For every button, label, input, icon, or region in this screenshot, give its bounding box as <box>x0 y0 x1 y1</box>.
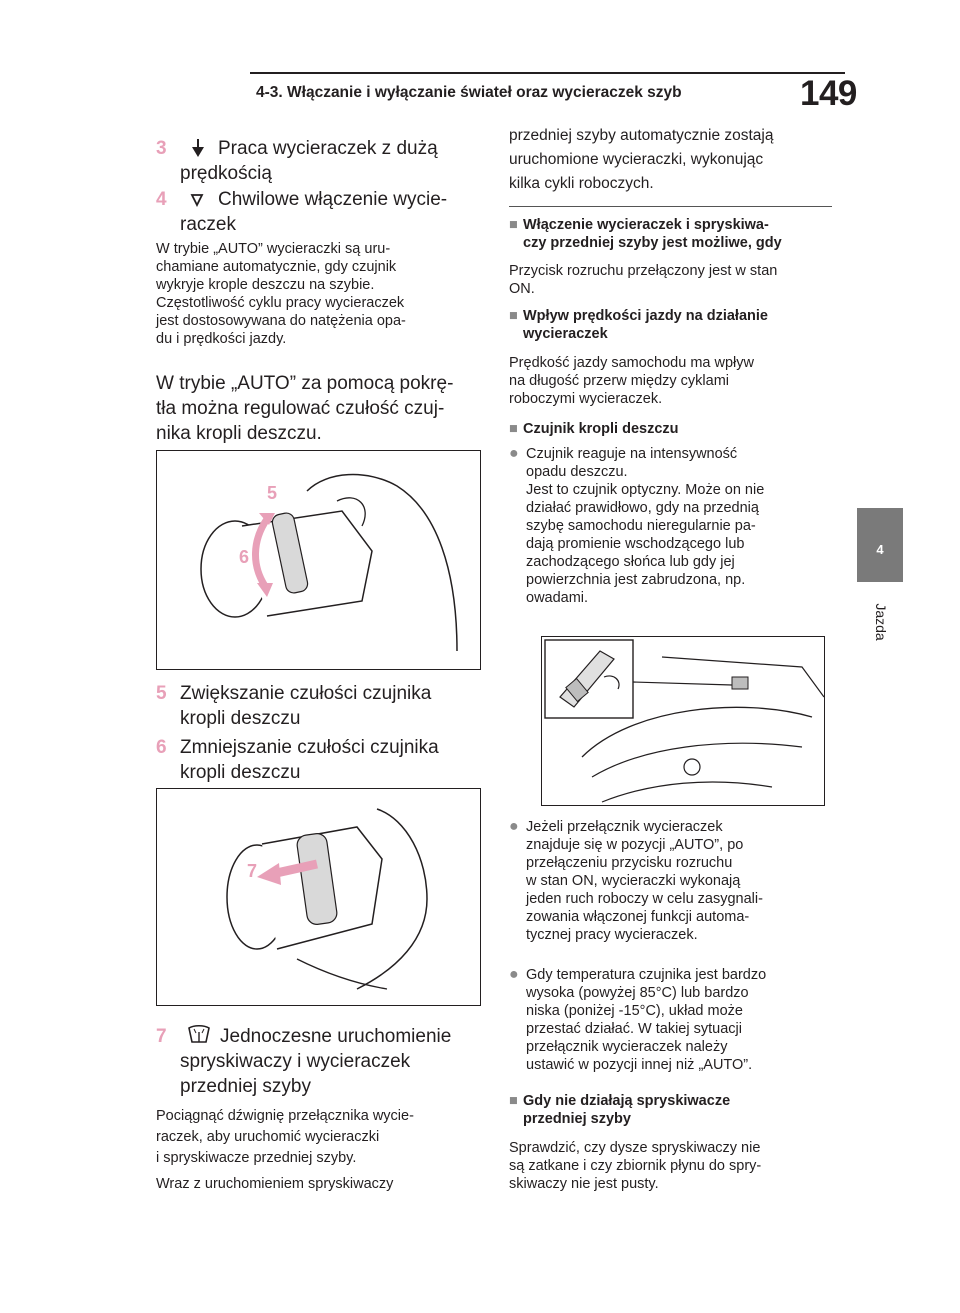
item-6-number: 6 <box>156 737 167 758</box>
item-4-number: 4 <box>156 189 167 210</box>
auto-mode-note: W trybie „AUTO” wycieraczki są uru- cham… <box>156 241 406 347</box>
item-7-number: 7 <box>156 1026 167 1047</box>
chapter-label: Jazda <box>861 592 901 652</box>
section-enable-title: Włączenie wycieraczek i spryskiwa- czy p… <box>523 217 782 251</box>
rain-sensor-bullet-3: ● Gdy temperatura czujnika jest bardzo w… <box>509 966 839 1074</box>
section-header: 4-3. Włączanie i wyłączanie świateł oraz… <box>256 84 682 101</box>
item-3-text: Praca wycieraczek z dużą prędkością <box>156 136 486 186</box>
rain-sensor-bullet-2-text: Jeżeli przełącznik wycieraczek znajduje … <box>526 819 763 943</box>
item-3-label: Praca wycieraczek z dużą prędkością <box>180 138 438 184</box>
figure-washer-pull: 7 <box>156 788 481 1006</box>
item-7-label: Jednoczesne uruchomienie spryskiwaczy i … <box>180 1026 452 1097</box>
washer-start-text: Wraz z uruchomieniem spryskiwaczy <box>156 1176 394 1192</box>
chapter-tab-number: 4 <box>876 542 884 557</box>
washer-icon <box>188 1024 210 1043</box>
washer-cont-text: przedniej szyby automatycznie zostają ur… <box>509 127 774 192</box>
page-number: 149 <box>800 74 857 113</box>
header-rule <box>250 72 845 74</box>
rain-sensor-bullet-1-text: Czujnik reaguje na intensywność opadu de… <box>526 446 765 606</box>
item-5-label: Zwiększanie czułości czujnika kropli des… <box>180 683 432 729</box>
lever-rotate-illustration: 5 6 <box>200 473 458 652</box>
wiper-mist-icon <box>190 194 204 207</box>
section-rain-sensor-title: Czujnik kropli deszczu <box>523 421 679 437</box>
figure2-label-7: 7 <box>247 861 257 881</box>
item-3: 3 Praca wycieraczek z dużą prędkością <box>156 136 486 186</box>
item-3-number: 3 <box>156 138 167 159</box>
auto-knob-text: W trybie „AUTO” za pomocą pokrę- tła moż… <box>156 373 454 444</box>
rain-sensor-bullet-1: ● Czujnik reaguje na intensywność opadu … <box>509 445 839 607</box>
section-enable-body: Przycisk rozruchu przełączony jest w sta… <box>509 263 778 297</box>
section-washer-fault: ■ Gdy nie działają spryskiwacze przednie… <box>509 1092 839 1128</box>
chapter-label-text: Jazda <box>873 603 889 641</box>
item-4-text: Chwilowe włączenie wycie- raczek <box>156 187 486 237</box>
pull-lever-note: Pociągnąć dźwignię przełącznika wycie- r… <box>156 1108 414 1166</box>
figure-sensitivity-knob: 5 6 <box>156 450 481 670</box>
item-5: 5 Zwiększanie czułości czujnika kropli d… <box>156 681 486 731</box>
section-rain-sensor: ■ Czujnik kropli deszczu <box>509 420 839 438</box>
section-washer-fault-title: Gdy nie działają spryskiwacze przedniej … <box>523 1093 731 1127</box>
item-7-text: Jednoczesne uruchomienie spryskiwaczy i … <box>156 1024 486 1099</box>
figure1-label-6: 6 <box>239 547 249 567</box>
item-6: 6 Zmniejszanie czułości czujnika kropli … <box>156 735 486 785</box>
item-7: 7 Jednoczesne uruchomienie spryskiwaczy … <box>156 1024 486 1099</box>
lever-pull-illustration: 7 <box>226 808 428 990</box>
item-6-label: Zmniejszanie czułości czujnika kropli de… <box>180 737 439 783</box>
section-enable-conditions: ■ Włączenie wycieraczek i spryskiwa- czy… <box>509 216 839 252</box>
section-speed-title: Wpływ prędkości jazdy na działanie wycie… <box>523 308 768 342</box>
section-divider <box>509 206 832 207</box>
item-5-number: 5 <box>156 683 167 704</box>
rain-sensor-bullet-2: ● Jeżeli przełącznik wycieraczek znajduj… <box>509 818 839 944</box>
figure1-label-5: 5 <box>267 483 277 503</box>
car-sensor-illustration <box>544 639 825 803</box>
rain-sensor-bullet-3-text: Gdy temperatura czujnika jest bardzo wys… <box>526 967 767 1073</box>
section-speed-body: Prędkość jazdy samochodu ma wpływ na dłu… <box>509 355 754 407</box>
section-washer-fault-body: Sprawdzić, czy dysze spryskiwaczy nie są… <box>509 1140 762 1192</box>
section-speed-effect: ■ Wpływ prędkości jazdy na działanie wyc… <box>509 307 839 343</box>
chapter-tab: 4 <box>857 508 903 582</box>
wiper-high-icon <box>192 139 204 157</box>
item-4: 4 Chwilowe włączenie wycie- raczek <box>156 187 486 237</box>
figure-rain-sensor-location <box>541 636 825 806</box>
item-4-label: Chwilowe włączenie wycie- raczek <box>180 189 448 235</box>
